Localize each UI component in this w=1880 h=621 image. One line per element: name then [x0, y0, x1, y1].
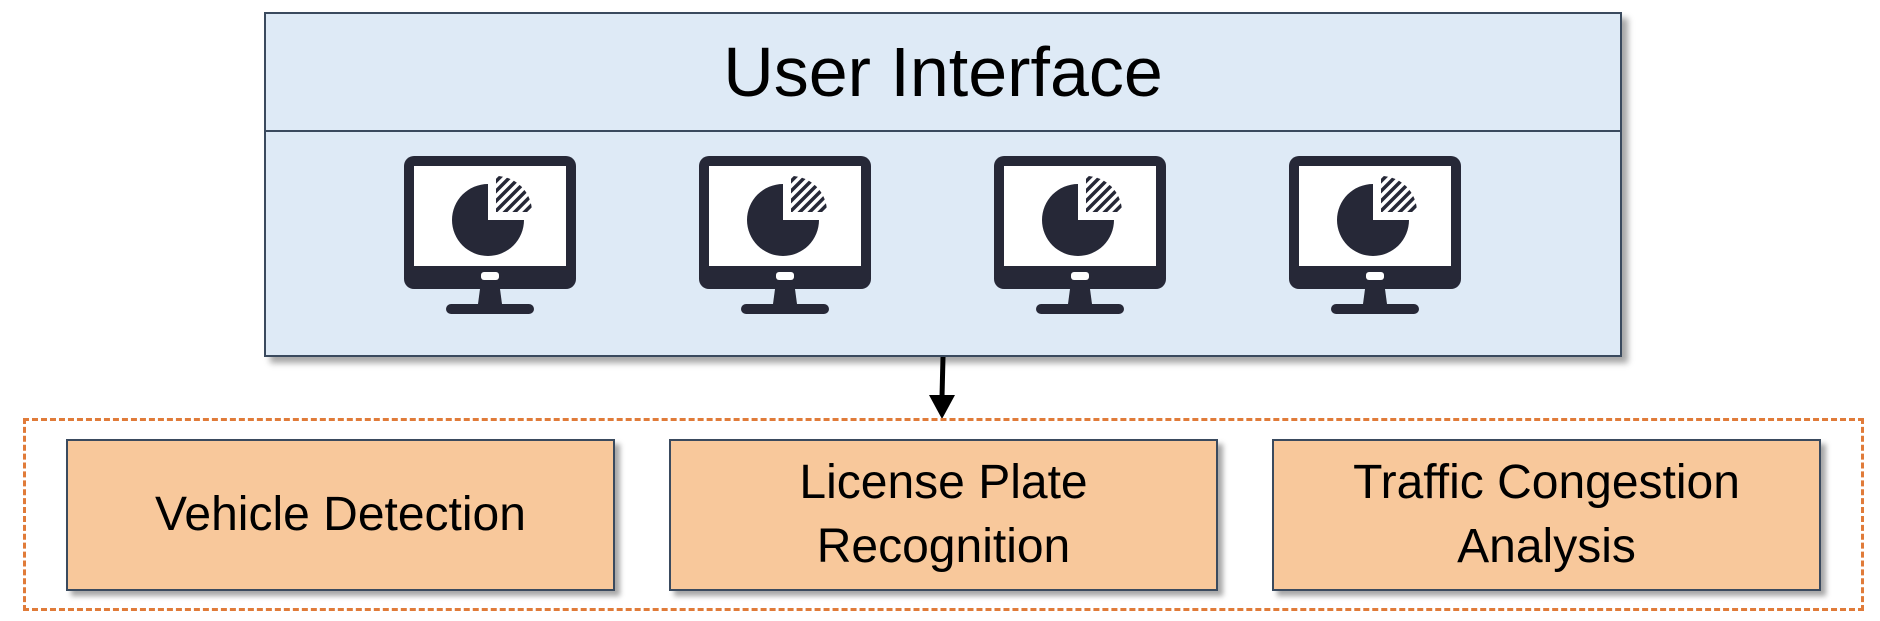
monitor-pie-chart-icon — [992, 154, 1168, 320]
monitor-pie-chart-icon — [697, 154, 873, 320]
module-license-plate-recognition: License Plate Recognition — [669, 439, 1218, 591]
monitor-pie-chart-icon — [402, 154, 578, 320]
module-traffic-congestion-analysis: Traffic Congestion Analysis — [1272, 439, 1821, 591]
user-interface-title: User Interface — [266, 14, 1620, 132]
monitor-pie-chart-icon — [1287, 154, 1463, 320]
module-vehicle-detection: Vehicle Detection — [66, 439, 615, 591]
module-group — [23, 418, 1864, 611]
